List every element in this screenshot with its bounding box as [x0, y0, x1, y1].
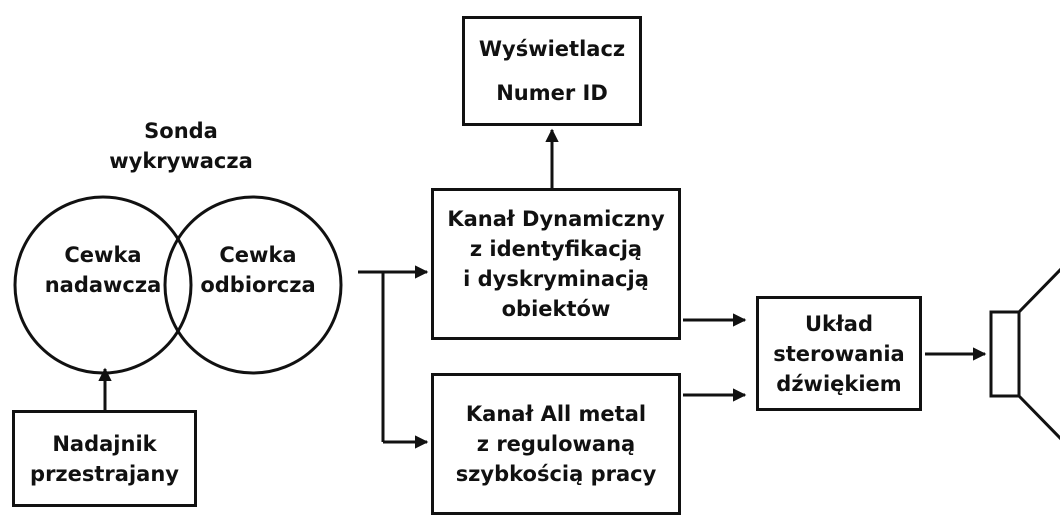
transmit-coil-label: Cewka nadawcza	[28, 240, 178, 300]
allmetal-channel-box: Kanał All metal z regulowaną szybkością …	[431, 373, 681, 515]
receive-coil-line2: odbiorcza	[200, 273, 316, 297]
probe-label-line1: Sonda	[144, 119, 218, 143]
receive-coil-line1: Cewka	[219, 243, 297, 267]
transmit-coil-line1: Cewka	[64, 243, 142, 267]
allmetal-channel-line2: z regulowaną	[476, 432, 636, 456]
display-box: Wyświetlacz Numer ID	[462, 16, 642, 126]
receive-coil-circle	[163, 195, 343, 375]
display-subtitle: Numer ID	[496, 81, 608, 105]
transmitter-line2: przestrajany	[30, 461, 179, 486]
probe-label: Sonda wykrywacza	[96, 116, 266, 176]
allmetal-channel-line1: Kanał All metal	[465, 402, 647, 426]
probe-label-line2: wykrywacza	[109, 149, 253, 173]
dynamic-channel-line4: obiektów	[501, 297, 611, 321]
sound-control-line1: Układ	[804, 311, 873, 336]
sound-control-line3: dźwiękiem	[776, 371, 902, 396]
transmitter-line1: Nadajnik	[52, 431, 157, 456]
transmitter-box: Nadajnik przestrajany	[12, 410, 197, 507]
dynamic-channel-line1: Kanał Dynamiczny	[447, 207, 665, 231]
dynamic-channel-line3: i dyskryminacją	[463, 267, 649, 291]
allmetal-channel-line3: szybkością pracy	[455, 462, 657, 486]
speaker-icon	[989, 267, 1060, 441]
dynamic-channel-line2: z identyfikacją	[469, 237, 643, 261]
display-title: Wyświetlacz	[478, 37, 626, 61]
transmit-coil-line2: nadawcza	[44, 273, 162, 297]
sound-control-line2: sterowania	[773, 341, 905, 366]
sound-control-box: Układ sterowania dźwiękiem	[756, 296, 922, 411]
dynamic-channel-box: Kanał Dynamiczny z identyfikacją i dyskr…	[431, 188, 681, 340]
receive-coil-label: Cewka odbiorcza	[183, 240, 333, 300]
